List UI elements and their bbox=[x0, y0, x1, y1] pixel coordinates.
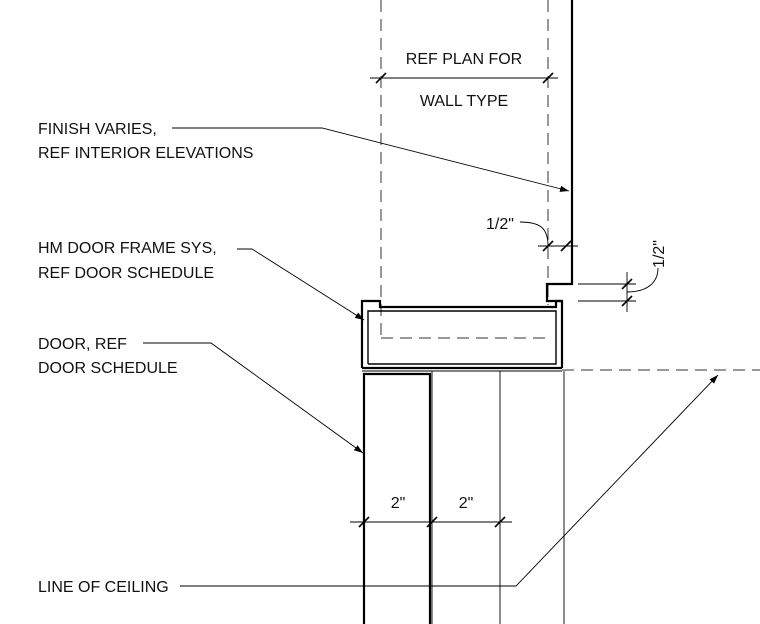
finish-label-line2: REF INTERIOR ELEVATIONS bbox=[38, 145, 253, 162]
frame-label-line2: REF DOOR SCHEDULE bbox=[38, 265, 214, 282]
reveal-tick-2 bbox=[621, 295, 633, 307]
frame-label-line1: HM DOOR FRAME SYS, bbox=[38, 240, 217, 257]
door-thickness-label-1: 2" bbox=[391, 495, 406, 512]
finish-offset-leader bbox=[519, 221, 549, 247]
door-frame-outer bbox=[360, 299, 562, 368]
ref-plan-line2: WALL TYPE bbox=[420, 93, 508, 110]
door-leaf bbox=[362, 372, 432, 624]
wall-dimension-tick-left bbox=[375, 72, 387, 84]
reveal-leader bbox=[626, 267, 659, 293]
door-leader bbox=[143, 342, 364, 454]
reveal-tick-1 bbox=[621, 278, 633, 290]
door-thickness-label-2: 2" bbox=[459, 495, 474, 512]
frame-leader bbox=[237, 248, 365, 321]
door-label-line2: DOOR SCHEDULE bbox=[38, 360, 178, 377]
ceiling-label: LINE OF CEILING bbox=[38, 579, 169, 596]
door-frame-inner bbox=[367, 310, 557, 365]
door-dim-tick-3 bbox=[494, 516, 506, 528]
door-dim-tick-2 bbox=[426, 516, 438, 528]
door-label-line1: DOOR, REF bbox=[38, 336, 127, 353]
finish-line bbox=[545, 0, 574, 368]
finish-offset-tick-2 bbox=[560, 240, 572, 252]
ref-plan-line1: REF PLAN FOR bbox=[406, 51, 522, 68]
finish-label-line1: FINISH VARIES, bbox=[38, 121, 157, 138]
finish-offset-label: 1/2" bbox=[486, 216, 514, 233]
door-dim-tick-1 bbox=[358, 516, 370, 528]
wall-dimension-tick-right bbox=[542, 72, 554, 84]
finish-leader bbox=[172, 127, 570, 192]
reveal-label: 1/2" bbox=[651, 240, 668, 268]
ceiling-leader bbox=[180, 374, 719, 587]
